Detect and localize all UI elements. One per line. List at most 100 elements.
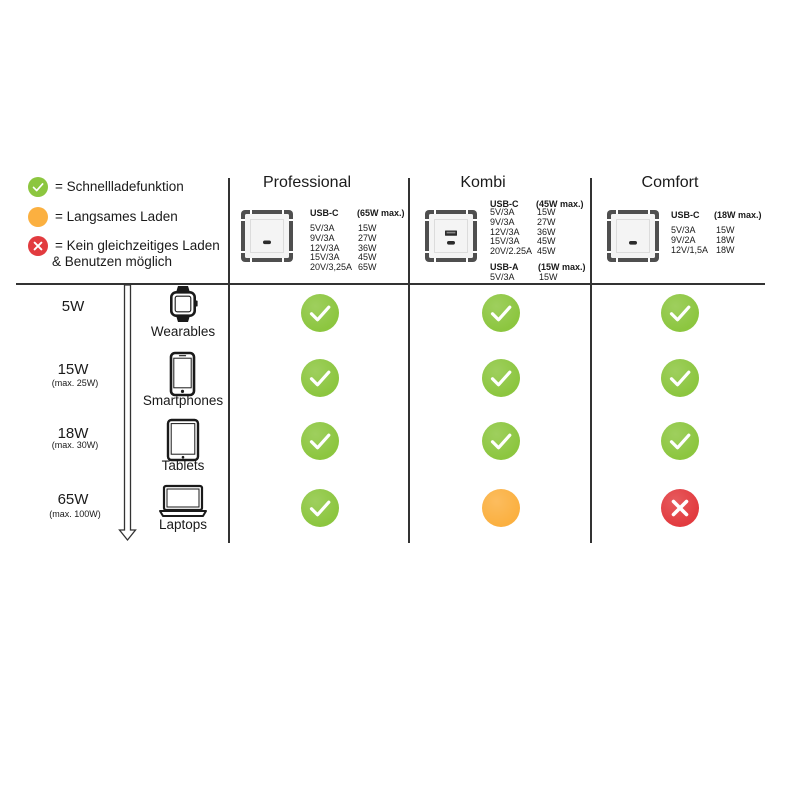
port-header-professional-usb-c: USB-C (65W max.) xyxy=(310,208,405,218)
voltage-current: 9V/3A xyxy=(310,232,335,243)
voltage-current: 5V/3A xyxy=(310,223,335,233)
port-max-power: (18W max.) xyxy=(714,210,762,220)
power-level-smartphones: 15W xyxy=(57,361,89,378)
port-max-power: (45W max.) xyxy=(536,199,584,209)
spec-row: 12V/3A 36W xyxy=(310,242,377,254)
spec-row: 15V/3A 45W xyxy=(310,252,377,263)
voltage-current: 12V/3A xyxy=(490,226,520,237)
column-divider-kombi xyxy=(408,178,410,543)
legend-label-no-simultaneous-use-line2: & Benutzen möglich xyxy=(52,254,173,269)
voltage-current: 5V/3A xyxy=(490,272,515,282)
check-mark-icon xyxy=(490,305,512,322)
port-header-comfort-usb-c: USB-C (18W max.) xyxy=(671,210,762,220)
check-mark-icon xyxy=(669,305,691,322)
spec-row: 5V/3A 15W xyxy=(490,272,558,282)
check-circle-icon xyxy=(28,177,48,197)
check-circle-icon xyxy=(482,422,520,460)
wattage: 15W xyxy=(539,272,558,282)
check-circle-icon xyxy=(661,422,699,460)
power-max-tablets: (max. 30W) xyxy=(51,440,99,450)
wattage: 18W xyxy=(716,235,735,245)
column-divider-professional xyxy=(228,178,230,543)
check-mark-icon xyxy=(309,370,331,387)
wattage: 15W xyxy=(537,207,556,217)
legend-label-no-simultaneous-use: = Kein gleichzeitiges Laden xyxy=(55,238,220,253)
voltage-current: 20V/2.25A xyxy=(490,246,533,256)
port-type-label: USB-C xyxy=(671,210,700,220)
device-label-laptops: Laptops xyxy=(158,517,208,532)
voltage-current: 9V/3A xyxy=(490,216,515,227)
port-header-kombi-usb-c: USB-C (45W max.) xyxy=(490,199,584,209)
port-type-label: USB-C xyxy=(490,199,519,209)
spec-row: 5V/3A 15W xyxy=(490,207,556,218)
device-label-tablets: Tablets xyxy=(161,458,205,473)
voltage-current: 12V/1,5A xyxy=(671,245,709,255)
usb-c-socket-icon xyxy=(607,210,659,262)
x-mark-icon xyxy=(671,499,689,517)
product-name-comfort: Comfort xyxy=(641,174,699,191)
legend: = Schnellladefunktion = Langsames Laden … xyxy=(0,0,228,283)
voltage-current: 5V/3A xyxy=(671,225,696,235)
port-max-power: (65W max.) xyxy=(357,208,405,218)
wattage: 65W xyxy=(358,262,377,272)
check-mark-icon xyxy=(490,433,512,450)
wattage: 36W xyxy=(537,226,556,237)
check-mark-icon xyxy=(309,500,331,517)
tablet-icon xyxy=(166,418,200,462)
check-circle-icon xyxy=(661,359,699,397)
voltage-current: 5V/3A xyxy=(490,207,515,217)
wattage: 45W xyxy=(537,236,556,247)
x-mark-icon xyxy=(33,241,43,251)
check-circle-icon xyxy=(301,359,339,397)
power-level-tablets: 18W xyxy=(57,425,89,442)
smartwatch-icon xyxy=(170,286,198,322)
wattage: 18W xyxy=(716,245,735,255)
voltage-current: 15V/3A xyxy=(310,252,340,263)
port-max-power: (15W max.) xyxy=(538,262,586,272)
wattage: 27W xyxy=(537,216,556,227)
orange-circle-icon xyxy=(28,207,48,227)
spec-row: 15V/3A 45W xyxy=(490,236,556,247)
wattage: 45W xyxy=(358,252,377,263)
check-circle-icon xyxy=(301,294,339,332)
product-name-kombi: Kombi xyxy=(460,174,506,191)
voltage-current: 12V/3A xyxy=(310,242,340,253)
check-mark-icon xyxy=(309,433,331,450)
column-divider-comfort xyxy=(590,178,592,543)
device-label-smartphones: Smartphones xyxy=(142,393,224,408)
product-name-professional: Professional xyxy=(262,174,352,191)
spec-row: 9V/3A 27W xyxy=(490,216,556,228)
usb-c-port xyxy=(263,240,271,245)
arrow-down-icon xyxy=(118,284,137,542)
port-type-label: USB-C xyxy=(310,208,339,218)
voltage-current: 9V/2A xyxy=(671,235,696,245)
wattage: 15W xyxy=(716,225,735,235)
spec-list-comfort-usb-c: 5V/3A 15W 9V/2A 18W 12V/1,5A 18W xyxy=(671,225,735,255)
voltage-current: 15V/3A xyxy=(490,236,520,247)
legend-label-fast-charging: = Schnellladefunktion xyxy=(55,179,184,194)
usb-c-port xyxy=(447,241,455,245)
orange-circle-icon xyxy=(482,489,520,527)
check-mark-icon xyxy=(490,370,512,387)
x-circle-icon xyxy=(28,236,48,256)
usb-c-socket-icon xyxy=(241,210,293,262)
laptop-icon xyxy=(159,484,207,517)
spec-list-kombi-usb-a: 5V/3A 15W xyxy=(490,272,558,282)
power-max-laptops: (max. 100W) xyxy=(49,509,101,519)
check-mark-icon xyxy=(309,305,331,322)
wattage: 36W xyxy=(358,242,377,253)
spec-row: 12V/1,5A 18W xyxy=(671,245,735,255)
power-level-wearables: 5W xyxy=(61,298,85,315)
check-mark-icon xyxy=(32,183,44,192)
check-circle-icon xyxy=(301,422,339,460)
check-circle-icon xyxy=(482,294,520,332)
spec-row: 9V/2A 18W xyxy=(671,235,735,245)
check-mark-icon xyxy=(669,433,691,450)
check-circle-icon xyxy=(482,359,520,397)
power-level-laptops: 65W xyxy=(57,491,89,508)
